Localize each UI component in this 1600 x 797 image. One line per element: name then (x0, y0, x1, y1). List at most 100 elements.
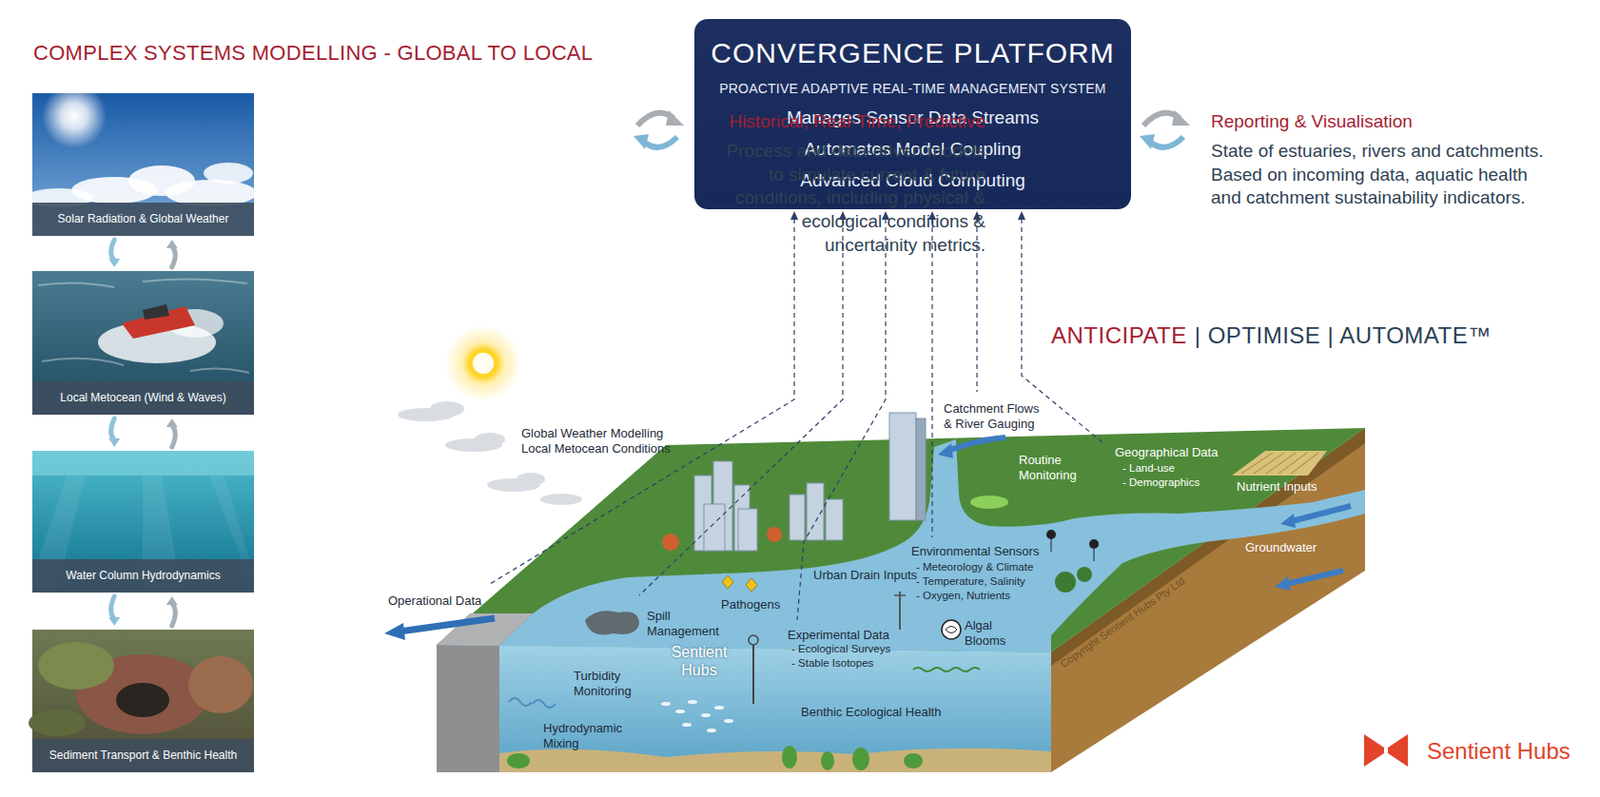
buoys (1051, 539, 1053, 552)
water-features (661, 700, 734, 733)
data-feed-heads (1017, 211, 1026, 220)
trees (662, 495, 1093, 593)
arrow-up (172, 246, 176, 268)
illustration-label: - Demographics (1122, 476, 1200, 490)
sun (445, 325, 522, 402)
cycle-arrows (644, 136, 678, 148)
arrow-down (111, 596, 116, 620)
buoys (1046, 529, 1056, 540)
illustration-label: Catchment Flows & River Gauging (943, 401, 1049, 431)
buoys (1046, 529, 1099, 562)
arrow-head (166, 418, 178, 428)
water-features (745, 578, 758, 592)
sky-photo (24, 83, 257, 236)
buildings (825, 499, 843, 541)
water-features (721, 575, 734, 589)
water-features (852, 747, 870, 771)
panel-caption: Sediment Transport & Benthic Health (32, 739, 254, 773)
water-features (706, 728, 717, 733)
cycle-arrows (633, 134, 649, 150)
buildings (694, 412, 926, 551)
photo-panel: Water Column Hydrodynamics (32, 450, 254, 593)
cycle-arrows (1171, 110, 1191, 126)
illustration-label: - Ecological Surveys (791, 643, 891, 657)
sea-photo (32, 271, 254, 415)
clouds (474, 432, 506, 447)
arrow-head (108, 438, 120, 448)
illustration-label: Groundwater (1245, 540, 1317, 556)
illustration-label: Pathogens (721, 597, 781, 613)
sea-photo (142, 304, 170, 320)
trees (1076, 566, 1093, 583)
water-features (752, 644, 755, 704)
watermark: Copyright Sentient Hubs Pty Ltd (1057, 575, 1188, 672)
flow-arrows (399, 618, 495, 632)
trees (1054, 571, 1076, 593)
buildings (916, 418, 926, 521)
sky-photo (41, 83, 107, 149)
illustration-label: - Oxygen, Nutrients (916, 589, 1011, 604)
cycle-arrows (665, 110, 684, 126)
photo-panel: Sediment Transport & Benthic Health (32, 629, 254, 773)
illustration-label: - Meteorology & Climate (916, 561, 1034, 575)
illustration-label: Environmental Sensors (911, 544, 1039, 560)
arrow-head (108, 258, 120, 268)
arrow-head (166, 596, 178, 605)
sun (445, 325, 522, 402)
illustration-label: Turbidity Monitoring (573, 668, 645, 699)
arrow-head (108, 617, 120, 626)
panel-caption: Water Column Hydrodynamics (32, 559, 254, 593)
illustration-label: - Land-use (1122, 462, 1175, 476)
underwater-photo (32, 450, 254, 476)
water-features (913, 667, 980, 672)
seabed-photo (188, 656, 254, 714)
data-feed-arrows (489, 218, 795, 585)
section-heading: Historical, Real-Time, Predictive (728, 111, 986, 134)
water-features (820, 751, 835, 771)
photo-panel: Solar Radiation & Global Weather (32, 93, 254, 236)
illustration-label: Benthic Ecological Health (800, 704, 941, 721)
land-block (499, 748, 1052, 773)
land-block (436, 644, 500, 773)
data-feed-arrows (489, 218, 1104, 621)
illustration-label: Spill Management (646, 608, 719, 639)
illustration-label: Experimental Data (787, 627, 890, 644)
seabed-photo (28, 629, 254, 773)
sea-photo (38, 278, 250, 373)
sea-photo (32, 271, 254, 415)
trees (766, 526, 782, 543)
logo-icon (1364, 734, 1385, 767)
section-body: State of estuaries, rivers and catchment… (1210, 139, 1554, 211)
cycle-arrows (1151, 136, 1184, 148)
buildings (789, 494, 805, 541)
sky-photo (203, 162, 254, 184)
seabed-photo (32, 629, 254, 773)
illustration-label: - Temperature, Salinity (916, 575, 1026, 589)
flow-arrows (937, 443, 954, 459)
platform-text: PROACTIVE ADAPTIVE REAL-TIME MANAGEMENT … (719, 80, 1106, 98)
arrow-head (166, 239, 178, 249)
illustration-label: Urban Drain Inputs (813, 567, 918, 584)
water-features (682, 722, 692, 727)
illustration-label: Routine Monitoring (1018, 452, 1095, 483)
data-feed-arrows (639, 218, 843, 596)
arrow-up (172, 425, 176, 448)
diagram-title: COMPLEX SYSTEMS MODELLING - GLOBAL TO LO… (33, 40, 593, 66)
flow-arrows (1280, 513, 1296, 528)
seabed-photo (28, 709, 86, 737)
water-features (507, 753, 530, 769)
water-features (701, 713, 711, 718)
logo-text: Sentient Hubs (1426, 738, 1571, 766)
seabed-photo (38, 642, 115, 690)
water-features (903, 753, 923, 769)
flow-arrows (1286, 570, 1344, 585)
crop-field (1231, 450, 1327, 476)
data-feed-heads (790, 211, 799, 220)
clouds (429, 401, 465, 417)
panel-caption: Solar Radiation & Global Weather (32, 202, 254, 236)
illustration-label: Algal Blooms (964, 618, 1015, 648)
land-block (436, 644, 1052, 773)
section-heading: Reporting & Visualisation (1210, 111, 1413, 134)
buildings (703, 504, 725, 551)
